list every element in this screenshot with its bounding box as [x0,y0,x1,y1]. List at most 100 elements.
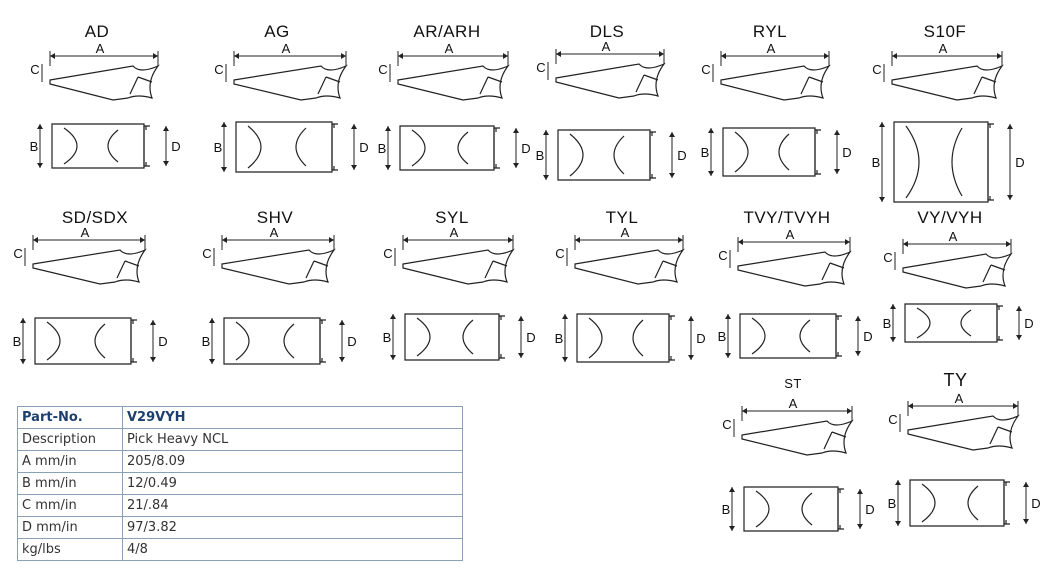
dimension-d-label: D [863,329,872,344]
spec-label: Description [17,428,123,451]
dimension-a-label: A [270,225,279,240]
model-title: DLS [589,22,625,41]
dimension-a-label: A [81,225,90,240]
pick-drawing: A C B D [536,39,687,181]
dimension-b-label: B [30,139,39,154]
dimension-d-label: D [359,140,368,155]
dimension-d-label: D [1031,496,1040,511]
dimension-a-label: A [767,41,776,56]
spec-label: B mm/in [17,472,123,495]
dimension-b-label: B [202,334,211,349]
dimension-c-label: C [378,62,387,77]
pick-drawing: A C B D [378,41,531,171]
model-title: RYL [752,22,788,41]
spec-value: 97/3.82 [122,516,463,539]
spec-value: 205/8.09 [122,450,463,473]
dimension-d-label: D [865,502,874,517]
dimension-d-label: D [677,148,686,163]
spec-value: 4/8 [122,538,463,561]
spec-value: Pick Heavy NCL [122,428,463,451]
model-title: AD [84,22,110,41]
dimension-b-label: B [722,502,731,517]
spec-row: B mm/in 12/0.49 [17,472,463,495]
pick-drawing: A C B D [30,41,181,169]
model-title: SD/SDX [61,208,129,227]
dimension-a-label: A [789,396,798,411]
dimension-a-label: A [282,41,291,56]
spec-row: A mm/in 205/8.09 [17,450,463,473]
spec-label: Part-No. [17,406,123,429]
dimension-a-label: A [621,225,630,240]
spec-row: Description Pick Heavy NCL [17,428,463,451]
dimension-b-label: B [13,334,22,349]
dimension-c-label: C [872,62,881,77]
spec-label: A mm/in [17,450,123,473]
dimension-c-label: C [536,60,545,75]
dimension-a-label: A [96,41,105,56]
spec-value: V29VYH [122,406,463,429]
dimension-a-label: A [786,227,795,242]
dimension-c-label: C [883,250,892,265]
model-ad: AD A C B D [22,22,181,192]
model-title: SHV [256,208,294,227]
dimension-a-label: A [602,39,611,54]
model-title: TY [943,370,968,390]
spec-label: C mm/in [17,494,123,517]
spec-table: Part-No. V29VYH Description Pick Heavy N… [17,406,463,561]
dimension-c-label: C [722,417,731,432]
dimension-b-label: B [888,496,897,511]
dimension-a-label: A [939,41,948,56]
dimension-b-label: B [536,148,545,163]
pick-drawing: A C B D [722,396,875,532]
spec-value: 21/.84 [122,494,463,517]
model-dls: DLS A C B D [532,22,687,192]
model-title: S10F [923,22,967,41]
model-title: VY/VYH [917,208,983,227]
dimension-c-label: C [701,62,710,77]
dimension-c-label: C [718,248,727,263]
dimension-a-label: A [445,41,454,56]
dimension-d-label: D [1015,155,1024,170]
dimension-b-label: B [378,141,387,156]
spec-value: 12/0.49 [122,472,463,495]
model-title: AG [264,22,290,41]
dimension-d-label: D [171,139,180,154]
dimension-d-label: D [1024,316,1033,331]
model-title: TYL [605,208,639,227]
dimension-a-label: A [949,229,958,244]
model-title: AR/ARH [413,22,481,41]
dimension-d-label: D [526,330,535,345]
dimension-d-label: D [696,331,705,346]
spec-label: kg/lbs [17,538,123,561]
dimension-c-label: C [30,62,39,77]
dimension-d-label: D [521,141,530,156]
pick-drawing: A C B D [718,227,873,359]
spec-row: kg/lbs 4/8 [17,538,463,561]
spec-header-row: Part-No. V29VYH [17,406,463,429]
model-title: SYL [435,208,469,227]
model-st: ST A C B D [718,375,875,545]
dimension-b-label: B [718,329,727,344]
spec-row: C mm/in 21/.84 [17,494,463,517]
model-title: ST [784,376,802,391]
dimension-c-label: C [202,246,211,261]
spec-row: D mm/in 97/3.82 [17,516,463,539]
dimension-b-label: B [555,331,564,346]
dimension-d-label: D [158,334,167,349]
